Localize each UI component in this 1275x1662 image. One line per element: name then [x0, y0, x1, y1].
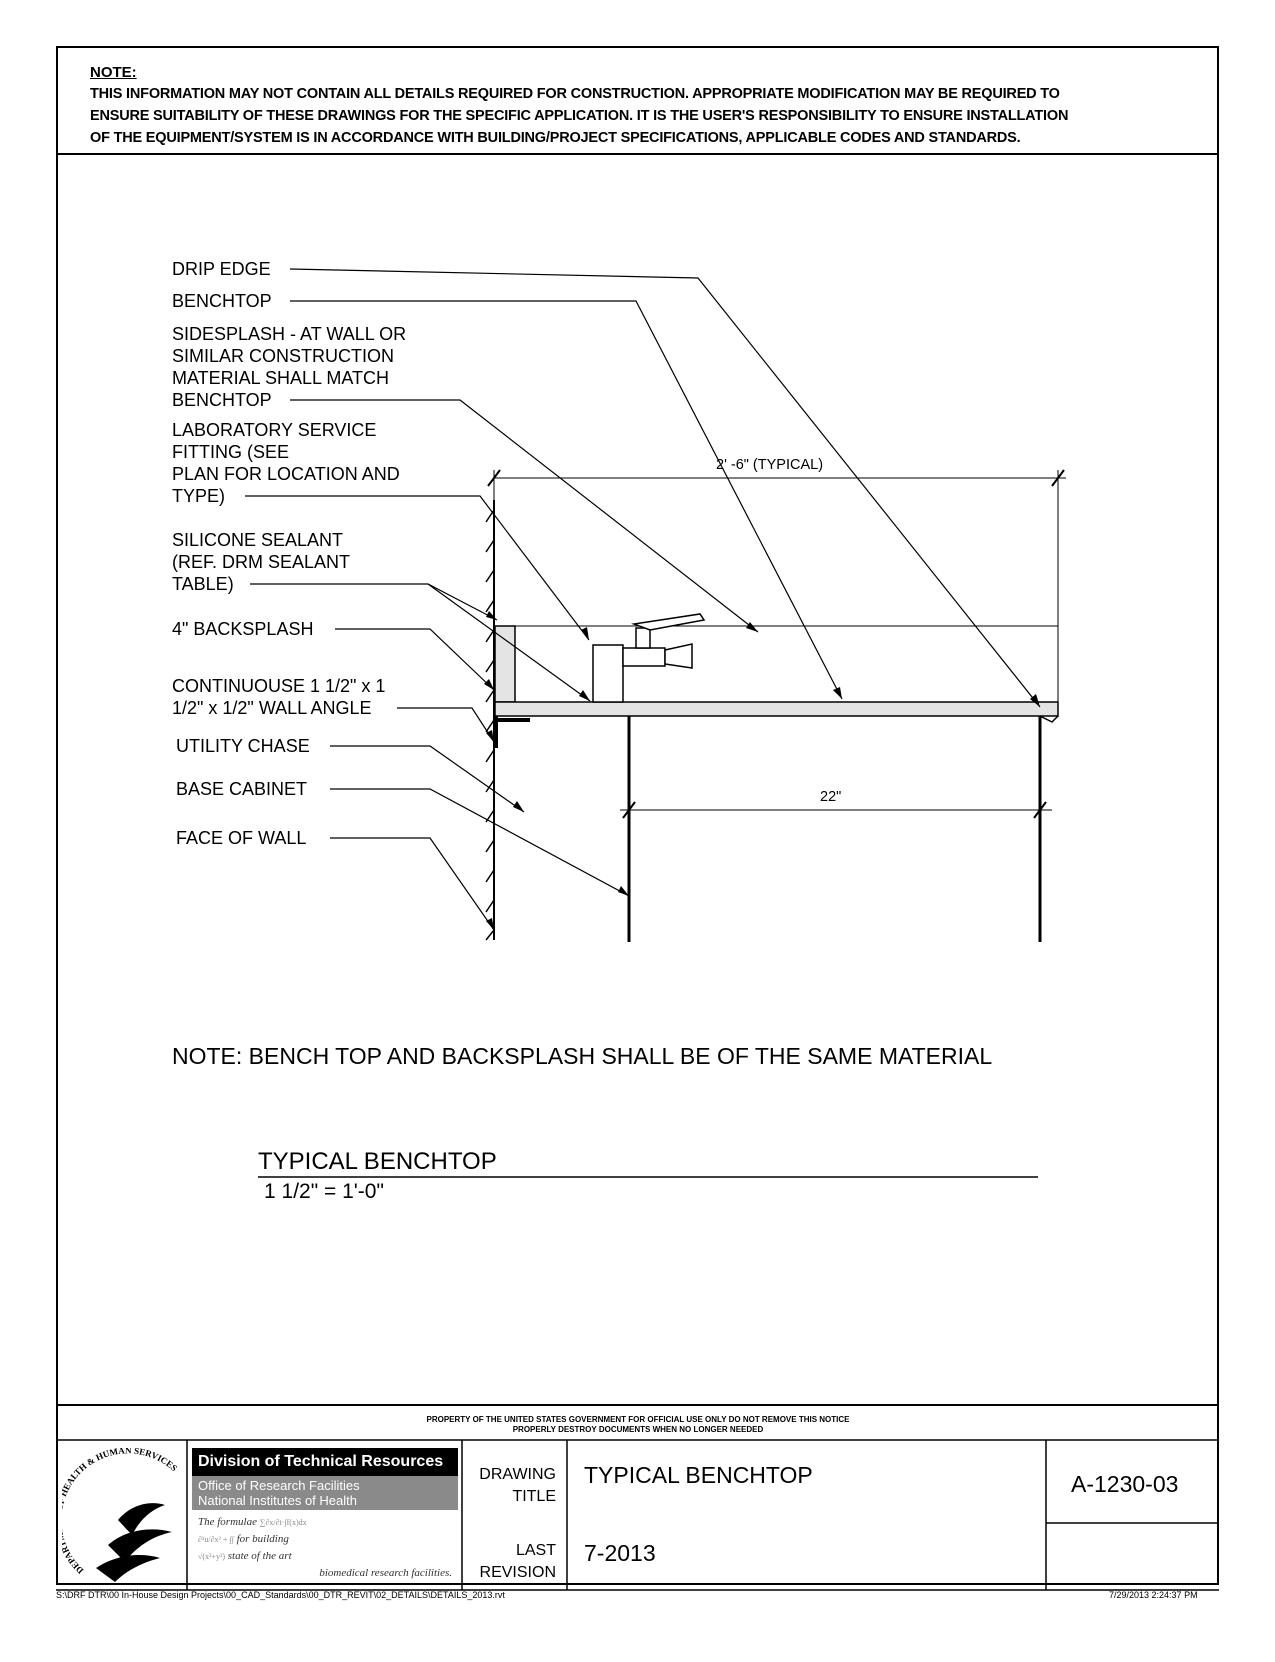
- dtr-org-sub: Office of Research Facilities National I…: [192, 1476, 458, 1510]
- label-sidesplash-3: MATERIAL SHALL MATCH: [172, 368, 390, 388]
- drip-edge: [1039, 715, 1059, 723]
- dtr-tagline: The formulae ∑∂x/∂t·∫f(x)dx ∂²u/∂x² + ∫∫…: [198, 1516, 452, 1579]
- drawing-title-value: TYPICAL BENCHTOP: [584, 1462, 813, 1488]
- hhs-seal-logo: [96, 1503, 172, 1582]
- leader-lines: [245, 268, 1041, 931]
- label-fitting-2: FITTING (SEE: [172, 442, 289, 462]
- material-note: NOTE: BENCH TOP AND BACKSPLASH SHALL BE …: [172, 1043, 993, 1069]
- tagline-4: biomedical research facilities.: [319, 1567, 452, 1579]
- fitting-nozzle: [664, 643, 693, 669]
- footer-timestamp: 7/29/2013 2:24:37 PM: [1109, 1590, 1198, 1600]
- drawing-frame: [56, 46, 1219, 1585]
- note-heading: NOTE:: [90, 64, 137, 81]
- note-line-1: THIS INFORMATION MAY NOT CONTAIN ALL DET…: [90, 86, 1060, 102]
- label-face-of-wall: FACE OF WALL: [176, 828, 307, 848]
- leader-arrowheads: [484, 611, 1040, 930]
- label-drip-edge: DRIP EDGE: [172, 259, 271, 279]
- dtr-logo-block: Division of Technical Resources Office o…: [192, 1448, 458, 1588]
- last-revision-label-1: LAST: [515, 1542, 556, 1559]
- label-sidesplash-1: SIDESPLASH - AT WALL OR: [172, 324, 407, 344]
- dimension-cabinet: 22": [820, 789, 842, 805]
- footer-file-path: S:\DRF DTR\00 In-House Design Projects\0…: [56, 1590, 505, 1600]
- dtr-org-sub-1: Office of Research Facilities: [198, 1478, 360, 1493]
- hhs-seal-text: DEPARTMENT OF HEALTH & HUMAN SERVICES - …: [62, 1448, 179, 1576]
- tagline-1: The formulae: [198, 1516, 257, 1528]
- dimension-top: 2' -6" (TYPICAL): [716, 457, 824, 473]
- drawing-title-label-2: TITLE: [512, 1488, 556, 1505]
- benchtop-slab: [494, 701, 1059, 717]
- label-base-cabinet: BASE CABINET: [176, 779, 308, 799]
- label-backsplash: 4" BACKSPLASH: [172, 619, 314, 639]
- drawing-title-label: DRAWING TITLE: [470, 1464, 556, 1508]
- svg-text:DEPARTMENT OF HEALTH & HUMAN S: DEPARTMENT OF HEALTH & HUMAN SERVICES - …: [62, 1448, 179, 1576]
- label-fitting-1: LABORATORY SERVICE: [172, 420, 377, 440]
- tagline-2: for building: [236, 1533, 289, 1545]
- drawing-title-label-1: DRAWING: [479, 1466, 556, 1483]
- label-sealant-2: (REF. DRM SEALANT: [172, 552, 351, 572]
- drawing-number: A-1230-03: [1071, 1471, 1179, 1497]
- fitting-handle: [631, 613, 706, 631]
- label-fitting-3: PLAN FOR LOCATION AND: [172, 464, 400, 484]
- backsplash: [494, 625, 516, 703]
- detail-title: TYPICAL BENCHTOP: [258, 1148, 497, 1175]
- note-line-3: OF THE EQUIPMENT/SYSTEM IS IN ACCORDANCE…: [90, 130, 1021, 146]
- label-sealant-3: TABLE): [172, 574, 234, 594]
- label-sealant-1: SILICONE SEALANT: [172, 530, 344, 550]
- label-wall-angle-1: CONTINUOUSE 1 1/2" x 1: [172, 676, 386, 696]
- label-benchtop: BENCHTOP: [172, 291, 272, 311]
- last-revision-value: 7-2013: [584, 1540, 656, 1566]
- fitting-stem: [635, 627, 651, 649]
- detail-scale: 1 1/2" = 1'-0": [264, 1180, 384, 1203]
- note-line-2: ENSURE SUITABILITY OF THESE DRAWINGS FOR…: [90, 108, 1069, 124]
- wall-angle: [494, 716, 530, 748]
- property-notice-1: PROPERTY OF THE UNITED STATES GOVERNMENT…: [426, 1415, 850, 1424]
- label-sidesplash-2: SIMILAR CONSTRUCTION: [172, 346, 395, 366]
- last-revision-label-2: REVISION: [479, 1564, 556, 1581]
- last-revision-label: LAST REVISION: [470, 1540, 556, 1584]
- property-notice-2: PROPERLY DESTROY DOCUMENTS WHEN NO LONGE…: [512, 1425, 764, 1434]
- seal-text: DEPARTMENT OF HEALTH & HUMAN SERVICES - …: [62, 1448, 179, 1576]
- label-wall-angle-2: 1/2" x 1/2" WALL ANGLE: [172, 698, 372, 718]
- label-fitting-4: TYPE): [172, 486, 226, 506]
- dtr-org-sub-2: National Institutes of Health: [198, 1493, 357, 1508]
- label-sidesplash-4: BENCHTOP: [172, 390, 272, 410]
- label-utility-chase: UTILITY CHASE: [176, 736, 310, 756]
- fitting-valve: [622, 647, 666, 667]
- fitting-body: [592, 644, 624, 703]
- tagline-3: state of the art: [227, 1550, 292, 1562]
- wall-hatching: [485, 509, 495, 941]
- dtr-org-name: Division of Technical Resources: [192, 1448, 458, 1476]
